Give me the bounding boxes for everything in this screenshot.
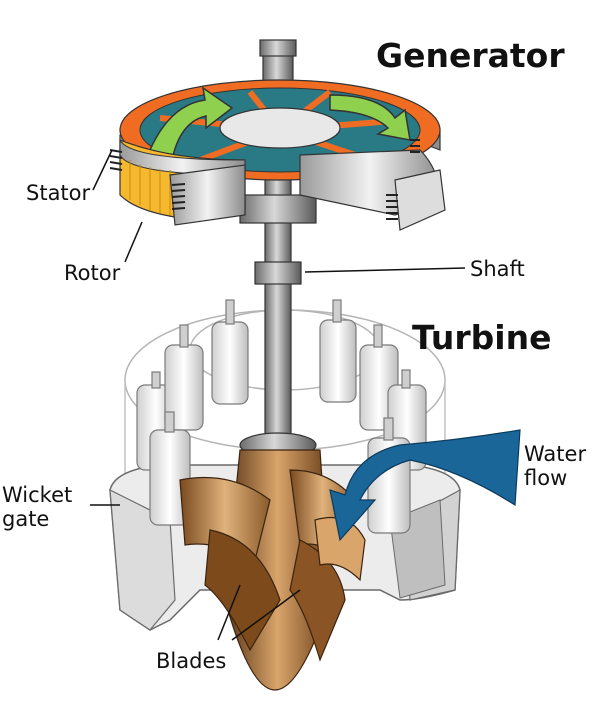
- generator: [109, 79, 446, 231]
- turbine-runner: [179, 432, 366, 691]
- water-flow-arrow: [329, 429, 521, 542]
- wicket-gate-vanes: [136, 299, 427, 534]
- shaft-label: Shaft: [470, 257, 525, 281]
- generator-title: Generator: [376, 36, 565, 75]
- blades-label: Blades: [156, 649, 227, 673]
- water-flow-label-line1: Water: [524, 442, 587, 466]
- rotor-label: Rotor: [64, 261, 121, 285]
- leader-lines: [90, 149, 466, 641]
- rotation-arrows: [149, 86, 411, 162]
- stator-label: Stator: [26, 181, 91, 205]
- turbine-title: Turbine: [412, 318, 552, 357]
- water-flow-label-line2: flow: [524, 466, 568, 490]
- wicket-gate-label-line2: gate: [2, 507, 50, 531]
- wicket-gate-label-line1: Wicket: [2, 483, 73, 507]
